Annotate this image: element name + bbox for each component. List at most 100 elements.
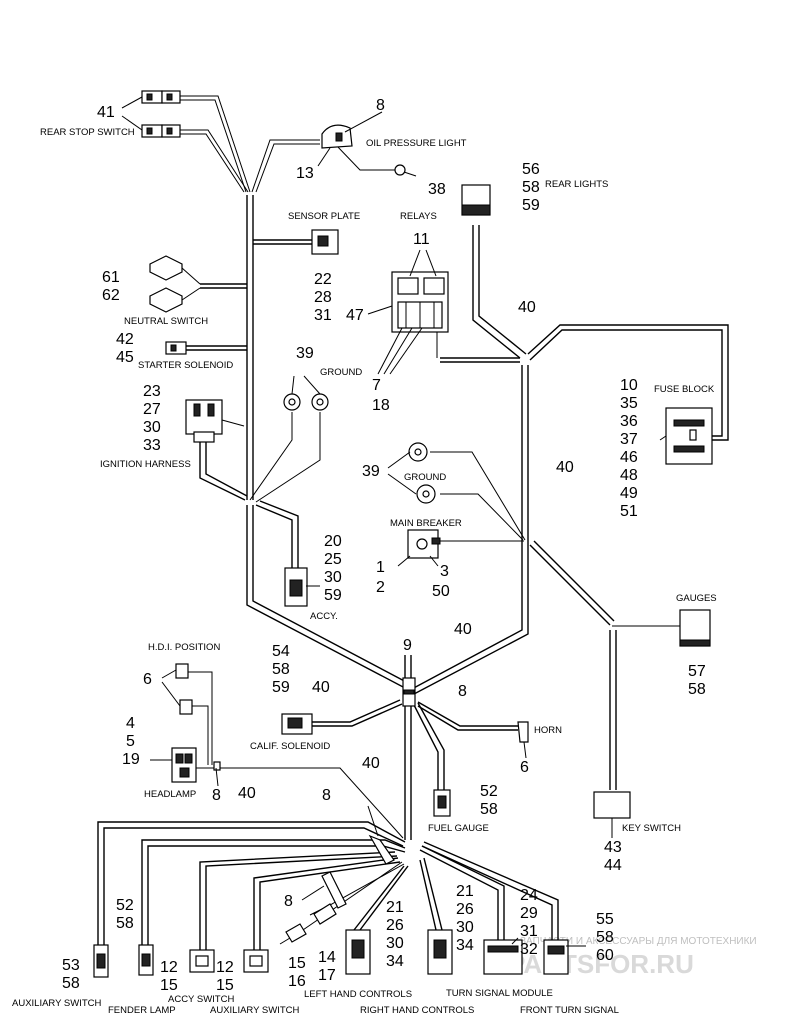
callout-47: 47 bbox=[346, 307, 364, 324]
callout-10: 10 bbox=[620, 377, 638, 394]
callout-39-lower: 39 bbox=[362, 463, 380, 480]
starter-solenoid-connector bbox=[165, 341, 187, 355]
fender-lamp-connector bbox=[138, 944, 154, 976]
callout-29: 29 bbox=[520, 905, 538, 922]
callout-59-accy: 59 bbox=[324, 587, 342, 604]
callout-61: 61 bbox=[102, 269, 120, 286]
callout-45: 45 bbox=[116, 349, 134, 366]
callout-6-hdi: 6 bbox=[143, 671, 152, 688]
callout-58-calif: 58 bbox=[272, 661, 290, 678]
label-fuel-gauge: FUEL GAUGE bbox=[428, 823, 489, 834]
left-hand-controls-connector bbox=[345, 929, 371, 975]
callout-53: 53 bbox=[62, 957, 80, 974]
callout-35: 35 bbox=[620, 395, 638, 412]
callout-37: 37 bbox=[620, 431, 638, 448]
callout-40-center-right: 40 bbox=[454, 621, 472, 638]
callout-11: 11 bbox=[413, 231, 430, 248]
label-gauges: GAUGES bbox=[676, 593, 717, 604]
callout-6-horn: 6 bbox=[520, 759, 529, 776]
turn-signal-module bbox=[483, 939, 523, 975]
lower-ground-rings bbox=[408, 442, 436, 504]
callout-13: 13 bbox=[296, 165, 314, 182]
harness-wires bbox=[97, 95, 729, 950]
label-horn: HORN bbox=[534, 725, 562, 736]
callout-3: 3 bbox=[440, 563, 449, 580]
label-rear-stop-switch: REAR STOP SWITCH bbox=[40, 127, 135, 138]
callout-8-headlamp: 8 bbox=[212, 787, 221, 804]
callout-15-plug: 15 bbox=[288, 955, 306, 972]
callout-19: 19 bbox=[122, 751, 140, 768]
label-ground-lower: GROUND bbox=[404, 472, 446, 483]
callout-56: 56 bbox=[522, 161, 540, 178]
callout-59-rear: 59 bbox=[522, 197, 540, 214]
callout-39-upper: 39 bbox=[296, 345, 314, 362]
label-oil-pressure-light: OIL PRESSURE LIGHT bbox=[366, 138, 467, 149]
label-calif-solenoid: CALIF. SOLENOID bbox=[250, 741, 330, 752]
watermark-logo: PARTSFOR.RU bbox=[508, 949, 694, 979]
callout-54: 54 bbox=[272, 643, 290, 660]
callout-21-right: 21 bbox=[456, 883, 474, 900]
label-front-turn-signal: FRONT TURN SIGNAL bbox=[520, 1005, 619, 1016]
small-plug-15-16 bbox=[285, 923, 307, 943]
callout-40-rear: 40 bbox=[518, 299, 536, 316]
hdi-position-connectors bbox=[175, 663, 193, 715]
label-right-hand-controls: RIGHT HAND CONTROLS bbox=[360, 1005, 474, 1016]
callout-62: 62 bbox=[102, 287, 120, 304]
callout-8-lower: 8 bbox=[322, 787, 331, 804]
callout-21-left: 21 bbox=[386, 899, 404, 916]
callout-34-left: 34 bbox=[386, 953, 404, 970]
callout-40-right: 40 bbox=[556, 459, 574, 476]
callout-58-fender: 58 bbox=[116, 915, 134, 932]
label-sensor-plate: SENSOR PLATE bbox=[288, 211, 360, 222]
callout-8-center: 8 bbox=[458, 683, 467, 700]
callout-26-left: 26 bbox=[386, 917, 404, 934]
label-relays: RELAYS bbox=[400, 211, 437, 222]
callout-27: 27 bbox=[143, 401, 161, 418]
callout-30-ignition: 30 bbox=[143, 419, 161, 436]
accy-switch-connector bbox=[189, 949, 215, 973]
lower-harness-sleeves bbox=[321, 834, 395, 909]
callout-48: 48 bbox=[620, 467, 638, 484]
callout-52-fuel: 52 bbox=[480, 783, 498, 800]
callout-40-center-vertical: 40 bbox=[362, 755, 380, 772]
label-accy-switch: ACCY SWITCH bbox=[168, 994, 234, 1005]
rear-lights-connector bbox=[461, 184, 491, 216]
callout-58-fuel: 58 bbox=[480, 801, 498, 818]
label-turn-signal-module: TURN SIGNAL MODULE bbox=[446, 988, 553, 999]
headlamp-connector bbox=[171, 747, 221, 783]
callout-26-right: 26 bbox=[456, 901, 474, 918]
callout-42: 42 bbox=[116, 331, 134, 348]
rear-stop-switch-connectors bbox=[141, 90, 181, 138]
callout-8-oil: 8 bbox=[376, 97, 385, 114]
callout-46: 46 bbox=[620, 449, 638, 466]
callout-60: 60 bbox=[596, 947, 614, 964]
callout-59-calif: 59 bbox=[272, 679, 290, 696]
fuel-gauge-connector bbox=[433, 789, 451, 817]
label-auxiliary-switch-mid: AUXILIARY SWITCH bbox=[210, 1005, 300, 1016]
calif-solenoid-connector bbox=[281, 713, 313, 735]
sensor-plate-connector bbox=[311, 229, 339, 255]
label-key-switch: KEY SWITCH bbox=[622, 823, 681, 834]
callout-50: 50 bbox=[432, 583, 450, 600]
small-plug-14-17 bbox=[313, 903, 337, 925]
callout-24: 24 bbox=[520, 887, 538, 904]
callout-34-right: 34 bbox=[456, 937, 474, 954]
callout-25: 25 bbox=[324, 551, 342, 568]
front-turn-signal-connector bbox=[543, 939, 569, 975]
callout-15-aux: 15 bbox=[216, 977, 234, 994]
key-switch bbox=[593, 791, 631, 819]
label-auxiliary-switch-left: AUXILIARY SWITCH bbox=[12, 998, 102, 1009]
callout-52-fender: 52 bbox=[116, 897, 134, 914]
watermark-subtitle: ЗАПЧАСТИ И АКСЕССУАРЫ ДЛЯ МОТОТЕХНИКИ bbox=[520, 936, 757, 947]
callout-4: 4 bbox=[126, 715, 135, 732]
callout-31-sensor: 31 bbox=[314, 307, 332, 324]
callout-12-accy: 12 bbox=[160, 959, 178, 976]
label-starter-solenoid: STARTER SOLENOID bbox=[138, 360, 233, 371]
callout-55: 55 bbox=[596, 911, 614, 928]
callout-9: 9 bbox=[403, 637, 412, 654]
callout-5: 5 bbox=[126, 733, 135, 750]
auxiliary-switch-mid-connector bbox=[243, 949, 269, 973]
callout-44: 44 bbox=[604, 857, 622, 874]
callout-17: 17 bbox=[318, 967, 336, 984]
